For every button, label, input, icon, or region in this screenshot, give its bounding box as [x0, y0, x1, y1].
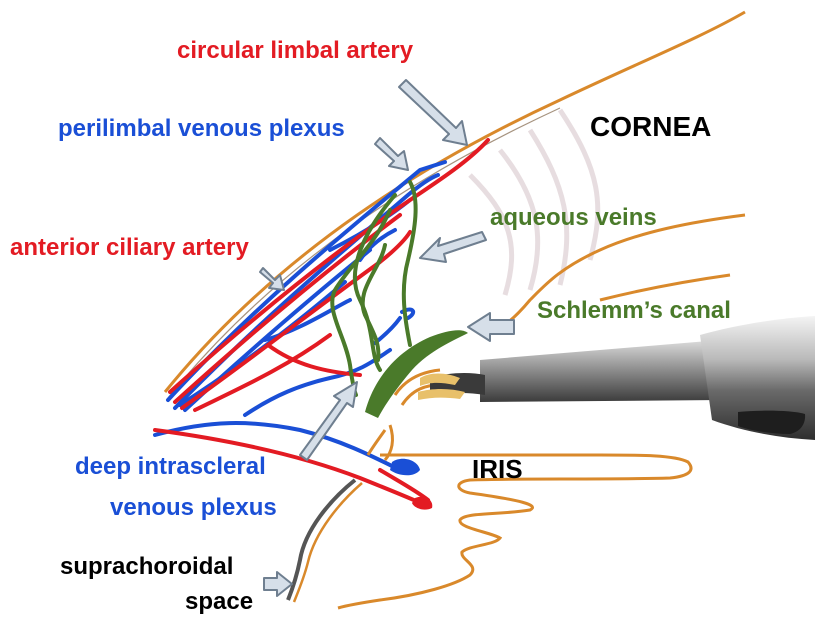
- vein-end-blob: [390, 459, 420, 476]
- label-deep-intrascleral-line2: venous plexus: [110, 494, 277, 521]
- arrow-suprachoroidal: [264, 572, 292, 596]
- arrow-anterior-ciliary-artery: [260, 268, 284, 290]
- label-aqueous-veins: aqueous veins: [490, 204, 657, 231]
- label-perilimbal-venous-plexus: perilimbal venous plexus: [58, 115, 345, 142]
- label-cornea: CORNEA: [590, 111, 711, 142]
- label-deep-intrascleral-line1: deep intrascleral: [75, 453, 266, 480]
- arrow-deep-intrascleral: [300, 382, 357, 460]
- surgical-instrument: [418, 316, 815, 440]
- label-suprachoroidal-line2: space: [185, 588, 253, 615]
- callout-arrows: [260, 80, 514, 596]
- label-iris: IRIS: [472, 454, 523, 484]
- label-anterior-ciliary-artery: anterior ciliary artery: [10, 234, 249, 261]
- arrow-perilimbal-venous-plexus: [375, 138, 408, 170]
- arrow-schlemms-canal: [468, 313, 514, 341]
- artery-lines: [155, 140, 488, 505]
- arrow-aqueous-veins: [420, 232, 486, 262]
- label-suprachoroidal-line1: suprachoroidal: [60, 553, 233, 580]
- label-schlemms-canal: Schlemm’s canal: [537, 297, 731, 324]
- arrow-circular-limbal-artery: [399, 80, 467, 145]
- corneal-striations: [470, 110, 598, 295]
- label-circular-limbal-artery: circular limbal artery: [177, 37, 414, 64]
